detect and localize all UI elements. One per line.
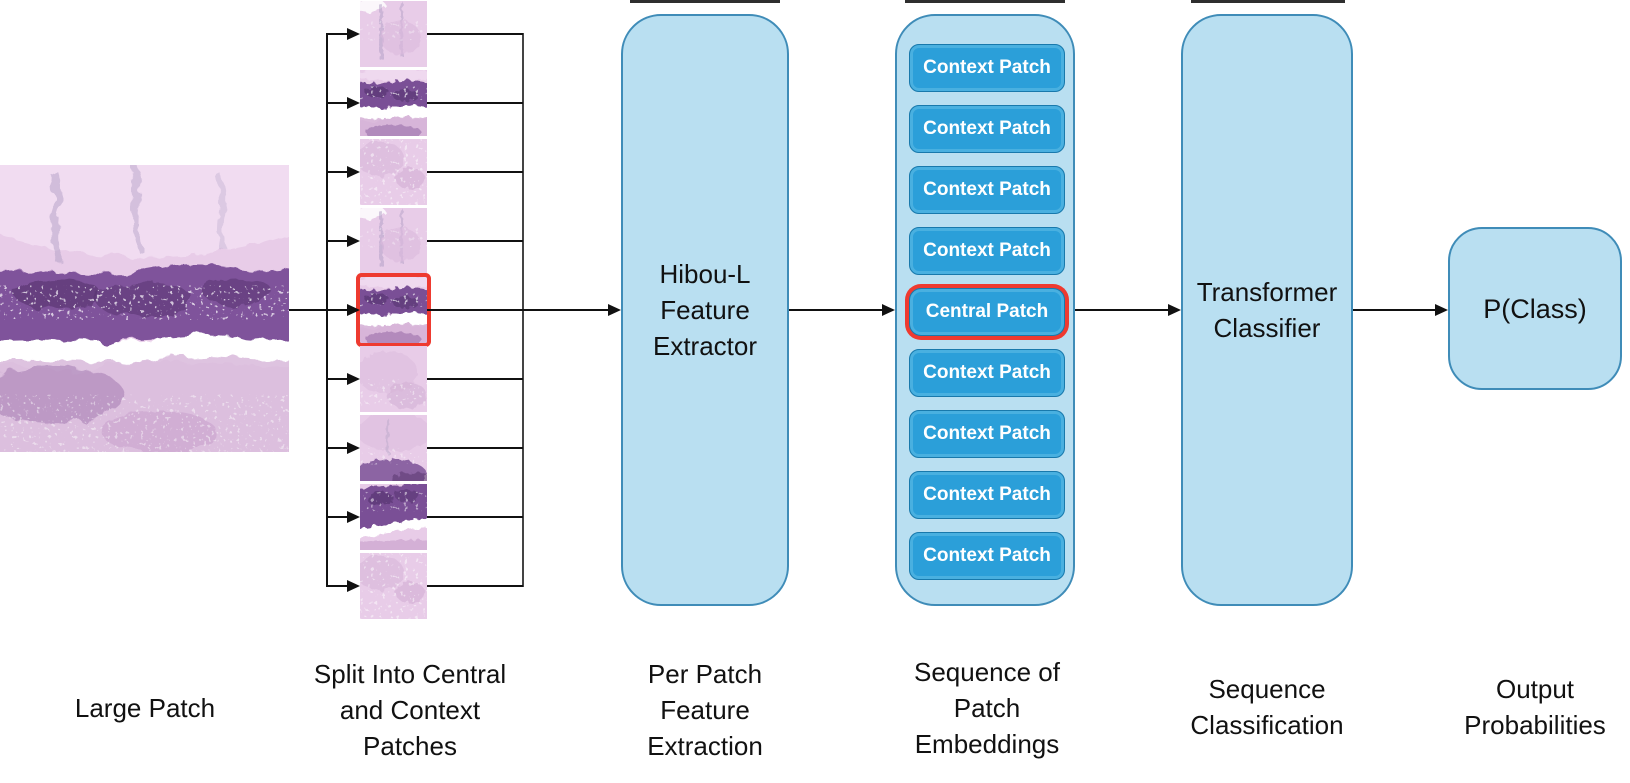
- arrowhead: [1168, 304, 1181, 316]
- split-arrow: [326, 171, 349, 173]
- large-patch-image: [0, 165, 289, 452]
- merge-line: [427, 240, 523, 242]
- chip-label: Context Patch: [923, 118, 1051, 139]
- context-patch-chip: Context Patch: [909, 532, 1065, 580]
- arrowhead: [347, 580, 360, 592]
- chip-label: Context Patch: [923, 362, 1051, 383]
- arrowhead: [347, 166, 360, 178]
- caption-embedding-sequence: Sequence of Patch Embeddings: [913, 657, 1060, 759]
- split-arrow: [326, 447, 349, 449]
- context-patch-image: [360, 139, 427, 205]
- classifier-label: Transformer Classifier: [1196, 277, 1338, 343]
- arrowhead: [347, 511, 360, 523]
- context-patch-chip: Context Patch: [909, 471, 1065, 519]
- split-arrow: [326, 516, 349, 518]
- output-label: P(Class): [1483, 293, 1587, 324]
- chip-label: Context Patch: [923, 423, 1051, 444]
- split-arrow: [326, 585, 349, 587]
- arrowhead: [347, 97, 360, 109]
- merge-line: [427, 447, 523, 449]
- cropped-edge-artifact: [630, 0, 780, 3]
- feature-extractor-label: Hibou-L Feature Extractor: [652, 259, 758, 361]
- feature-extractor-box: Hibou-L Feature Extractor: [621, 14, 789, 606]
- chip-label: Context Patch: [923, 545, 1051, 566]
- caption-large-patch: Large Patch: [74, 693, 216, 723]
- chip-label: Context Patch: [923, 240, 1051, 261]
- arrow-sequence-to-classifier: [1075, 309, 1169, 311]
- merge-line: [427, 516, 523, 518]
- split-arrow: [326, 378, 349, 380]
- arrowhead: [347, 28, 360, 40]
- context-patch-image: [360, 415, 427, 481]
- merge-line: [427, 585, 523, 587]
- context-patch-image: [360, 346, 427, 412]
- merge-line: [427, 33, 523, 35]
- merge-line: [427, 171, 523, 173]
- arrow-extractor-to-sequence: [789, 309, 883, 311]
- context-patch-chip: Context Patch: [909, 166, 1065, 214]
- context-patch-chip: Context Patch: [909, 44, 1065, 92]
- merge-line: [427, 102, 523, 104]
- central-patch-chip: Central Patch: [909, 288, 1065, 336]
- output-box: P(Class): [1448, 227, 1622, 390]
- context-patch-chip: Context Patch: [909, 349, 1065, 397]
- context-patch-image: [360, 70, 427, 136]
- context-patch-image: [360, 484, 427, 550]
- chip-label: Central Patch: [925, 301, 1049, 322]
- split-arrow: [326, 33, 349, 35]
- caption-split-stage: Split Into Central and Context Patches: [313, 659, 507, 761]
- chip-label: Context Patch: [923, 179, 1051, 200]
- caption-feature-extraction: Per Patch Feature Extraction: [647, 659, 763, 761]
- arrowhead: [882, 304, 895, 316]
- split-arrow: [326, 102, 349, 104]
- context-patch-image: [360, 553, 427, 619]
- context-patch-chip: Context Patch: [909, 227, 1065, 275]
- arrowhead: [347, 442, 360, 454]
- arrowhead: [347, 235, 360, 247]
- chip-label: Context Patch: [923, 484, 1051, 505]
- chip-label: Context Patch: [923, 57, 1051, 78]
- arrowhead: [347, 373, 360, 385]
- caption-sequence-classification: Sequence Classification: [1190, 674, 1344, 740]
- central-patch-image: [360, 277, 427, 343]
- context-patch-chip: Context Patch: [909, 410, 1065, 458]
- cropped-edge-artifact: [1191, 0, 1345, 3]
- context-patch-image: [360, 208, 427, 274]
- split-arrow: [326, 240, 349, 242]
- caption-output-probabilities: Output Probabilities: [1464, 674, 1606, 740]
- arrowhead: [347, 304, 360, 316]
- context-patch-chip: Context Patch: [909, 105, 1065, 153]
- arrow-strip-to-extractor: [427, 309, 609, 311]
- arrowhead: [1435, 304, 1448, 316]
- merge-line: [427, 378, 523, 380]
- cropped-edge-artifact: [905, 0, 1065, 3]
- context-patch-image: [360, 1, 427, 67]
- classifier-box: Transformer Classifier: [1181, 14, 1353, 606]
- arrowhead: [608, 304, 621, 316]
- arrow-classifier-to-output: [1353, 309, 1436, 311]
- arrow-image-to-central-patch: [289, 309, 349, 311]
